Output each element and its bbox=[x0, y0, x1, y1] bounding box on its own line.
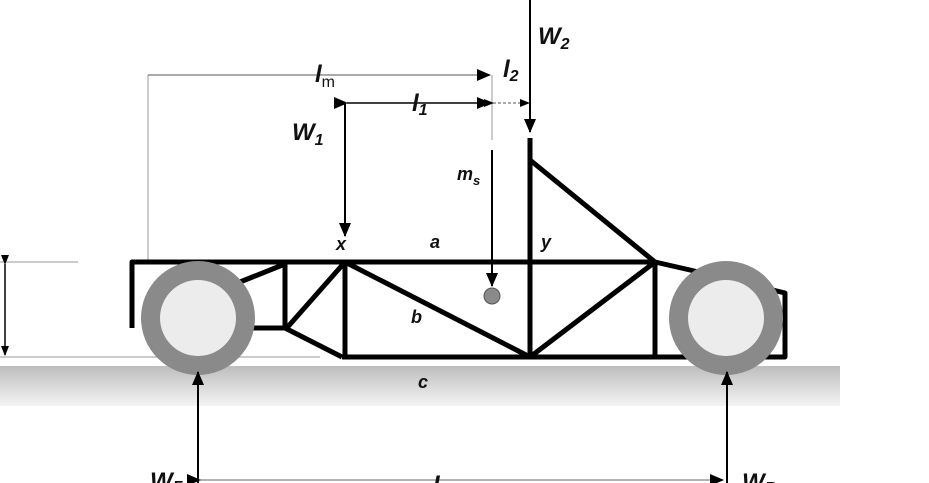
l2-label: l2 bbox=[503, 56, 519, 85]
front-wheel bbox=[141, 261, 255, 375]
w2-label: W2 bbox=[538, 23, 570, 53]
rear-hub bbox=[688, 280, 764, 356]
point-x-label: x bbox=[335, 234, 347, 254]
l1-label: l1 bbox=[412, 90, 428, 119]
point-y-label: y bbox=[540, 232, 552, 252]
rear-wheel bbox=[669, 261, 783, 375]
lm-label: lm bbox=[315, 61, 335, 91]
member-b-label: b bbox=[411, 307, 422, 327]
center-of-mass bbox=[483, 287, 501, 305]
wr-label: WR bbox=[742, 469, 777, 483]
ground bbox=[0, 366, 840, 406]
chassis-frame bbox=[129, 138, 788, 360]
member-c-label: c bbox=[418, 372, 428, 392]
ms-label: ms bbox=[457, 164, 480, 188]
member-a-label: a bbox=[430, 232, 440, 252]
l-label: L bbox=[433, 471, 448, 483]
front-hub bbox=[160, 280, 236, 356]
w1-label: W1 bbox=[292, 119, 324, 149]
wf-label: WF bbox=[150, 468, 184, 483]
